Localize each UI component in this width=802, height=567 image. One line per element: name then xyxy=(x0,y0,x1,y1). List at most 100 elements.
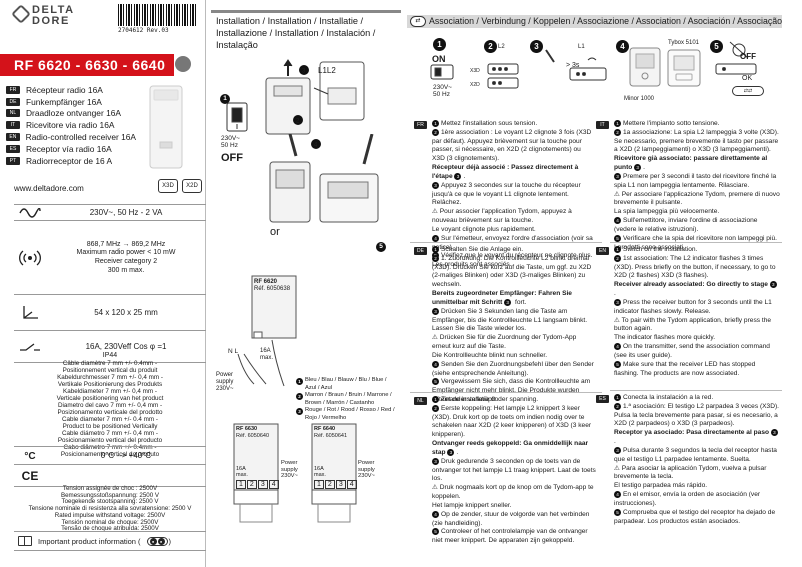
instruction-text: Receptor ya asociado: Pasa directamente … xyxy=(614,429,770,437)
installation-title-line: Installation / Installation / Installati… xyxy=(216,16,364,26)
rf6620-max: 16A max. xyxy=(260,348,273,361)
wire-legend-text: Bleu / Blau / Blauw / Blu / Blue / Azul … xyxy=(305,377,387,391)
press-button-diagram xyxy=(545,49,607,81)
instruction-text: Pulsa durante 3 segundos la tecla del re… xyxy=(614,446,777,463)
lang-code: NL xyxy=(6,109,20,118)
spec-cable-line: Vertikale Positionierung des Produkts xyxy=(57,380,163,388)
instruction-step: Bereits zugeordneter Empfänger: Fahren S… xyxy=(432,290,572,306)
spec-output-text: 16A, 230Veff Cos φ =1 xyxy=(85,342,167,351)
minor-label: Minor 1000 xyxy=(624,96,655,102)
installation-title-line: Instalação xyxy=(216,39,258,50)
spec-surge-line: Tension assignée de choc : 2500V xyxy=(62,485,158,493)
instruction-text: Per associare l'applicazione Tydom, prem… xyxy=(614,190,780,207)
timer-label: > 3s xyxy=(566,62,580,69)
lang-label: Funkempfänger 16A xyxy=(26,96,102,107)
lang-code: DE xyxy=(6,97,20,106)
spec-output: 16A, 230Veff Cos φ =1 xyxy=(14,330,206,362)
max-value: 16A xyxy=(236,466,246,472)
instruction-step: ⚠ Druk nogmaals kort op de knop om de Ty… xyxy=(432,484,594,501)
instruction-text: Appuyez 3 secondes sur la touche du réce… xyxy=(432,181,581,207)
spec-radio-line: Maximum radio power < 10 mW xyxy=(76,249,176,257)
terminal: 1 xyxy=(314,480,324,489)
spec-radio-line: 300 m max. xyxy=(107,266,145,274)
instruction-step: The indicator flashes more quickly. xyxy=(614,334,780,343)
instruction-step: Het lampje knippert sneller. xyxy=(432,502,596,511)
ref-code: Réf. 6050641 xyxy=(314,432,348,439)
rf6630-max: 16A max. xyxy=(236,466,248,478)
instruction-text: Schalten Sie die Anlage ein. xyxy=(441,246,524,253)
power-supply-line: supply xyxy=(216,378,234,385)
instruction-text: The indicator flashes more quickly. xyxy=(614,334,716,342)
product-device-image xyxy=(149,85,183,169)
ok-label: OK xyxy=(742,75,753,82)
voltage-line: 230V~ xyxy=(221,135,240,142)
website-link[interactable]: www.deltadore.com xyxy=(14,184,84,193)
instruction-text: Conecta la instalación a la red. xyxy=(623,394,714,401)
lang-code-fr: FR xyxy=(414,121,427,129)
installation-header-bar xyxy=(211,10,401,13)
terminal: 3 xyxy=(257,480,268,489)
breaker-on-icon xyxy=(430,64,454,80)
connector-label: L1L2 xyxy=(318,66,336,75)
spec-surge-line: Toegekende stootspanning: 2500 V xyxy=(61,498,159,506)
important-info: Important product information ( ●● ) xyxy=(14,531,206,551)
spec-surge-text: Tension assignée de choc : 2500V Bemessu… xyxy=(14,485,206,532)
important-text: Important product information ( xyxy=(38,536,141,546)
off-label: OFF xyxy=(221,152,243,164)
spec-surge: Tension assignée de choc : 2500V Bemessu… xyxy=(14,485,206,532)
assoc-off-label: OFF xyxy=(740,52,756,61)
rf6640-max: 16A max. xyxy=(314,466,326,478)
instruction-text: Controleer of het controlelampje van de … xyxy=(432,528,588,545)
instruction-text: To pair with the Tydom application, brie… xyxy=(614,316,772,333)
terminal: 4 xyxy=(346,480,357,489)
lang-code-es: ES xyxy=(596,395,609,403)
instruction-text: 1.ª asociación: El testigo L2 parpadea 3… xyxy=(614,402,780,428)
x3d-label: X3D xyxy=(470,68,480,74)
rf6620-wiring-diagram xyxy=(237,275,297,387)
instruction-text: Récepteur déjà associé : Passez directem… xyxy=(432,164,579,180)
product-column xyxy=(0,0,206,567)
step-1-voltage: 230V~ 50 Hz xyxy=(221,135,240,149)
spec-cable-line: Posicionamento vertical do produto xyxy=(60,451,160,459)
instruction-text: fort. xyxy=(515,298,527,306)
instruction-step: Receptor ya asociado: Pasa directamente … xyxy=(614,429,780,447)
ref-model: RF 6620 xyxy=(254,279,278,285)
svg-text:3: 3 xyxy=(302,69,306,75)
logo-text-line1: DELTA xyxy=(32,4,75,16)
power-supply-line: supply xyxy=(281,466,298,473)
instruction-text: Die Kontrollleuchte blinkt nun schneller… xyxy=(432,351,548,359)
nl-label: N L xyxy=(228,348,239,355)
association-link-icon: ⇄ xyxy=(410,16,426,27)
instruction-text: 1st association: The L2 indicator flashe… xyxy=(614,254,776,280)
spec-surge-line: Rated impulse withstand voltage: 2500V xyxy=(54,511,166,519)
lang-code-de: DE xyxy=(414,247,427,255)
spec-ip-rating: IP44 xyxy=(102,351,118,359)
logo-mark-icon xyxy=(11,4,31,24)
power-supply-line: Power xyxy=(216,372,234,378)
spec-cable: IP44 Câble diamètre 7 mm +/- 0.4mm - Pos… xyxy=(14,352,206,458)
wire-legend-text: Marron / Braun / Bruin / Marrone / Brown… xyxy=(305,392,392,406)
receiver-led-icon xyxy=(715,63,757,75)
important-text-end: ) xyxy=(168,536,172,546)
instruction-text: Make sure that the receiver LED has stop… xyxy=(614,360,756,377)
x3d-badge: X3D xyxy=(158,179,178,193)
language-row: DE Funkempfänger 16A xyxy=(6,96,136,108)
terminal: 3 xyxy=(335,480,346,489)
instruction-step: El testigo parpadea más rápido. xyxy=(614,482,780,491)
instruction-text: Drücken Sie 3 Sekunden lang die Taste am… xyxy=(432,307,588,333)
l1-label: L1 xyxy=(578,44,585,50)
